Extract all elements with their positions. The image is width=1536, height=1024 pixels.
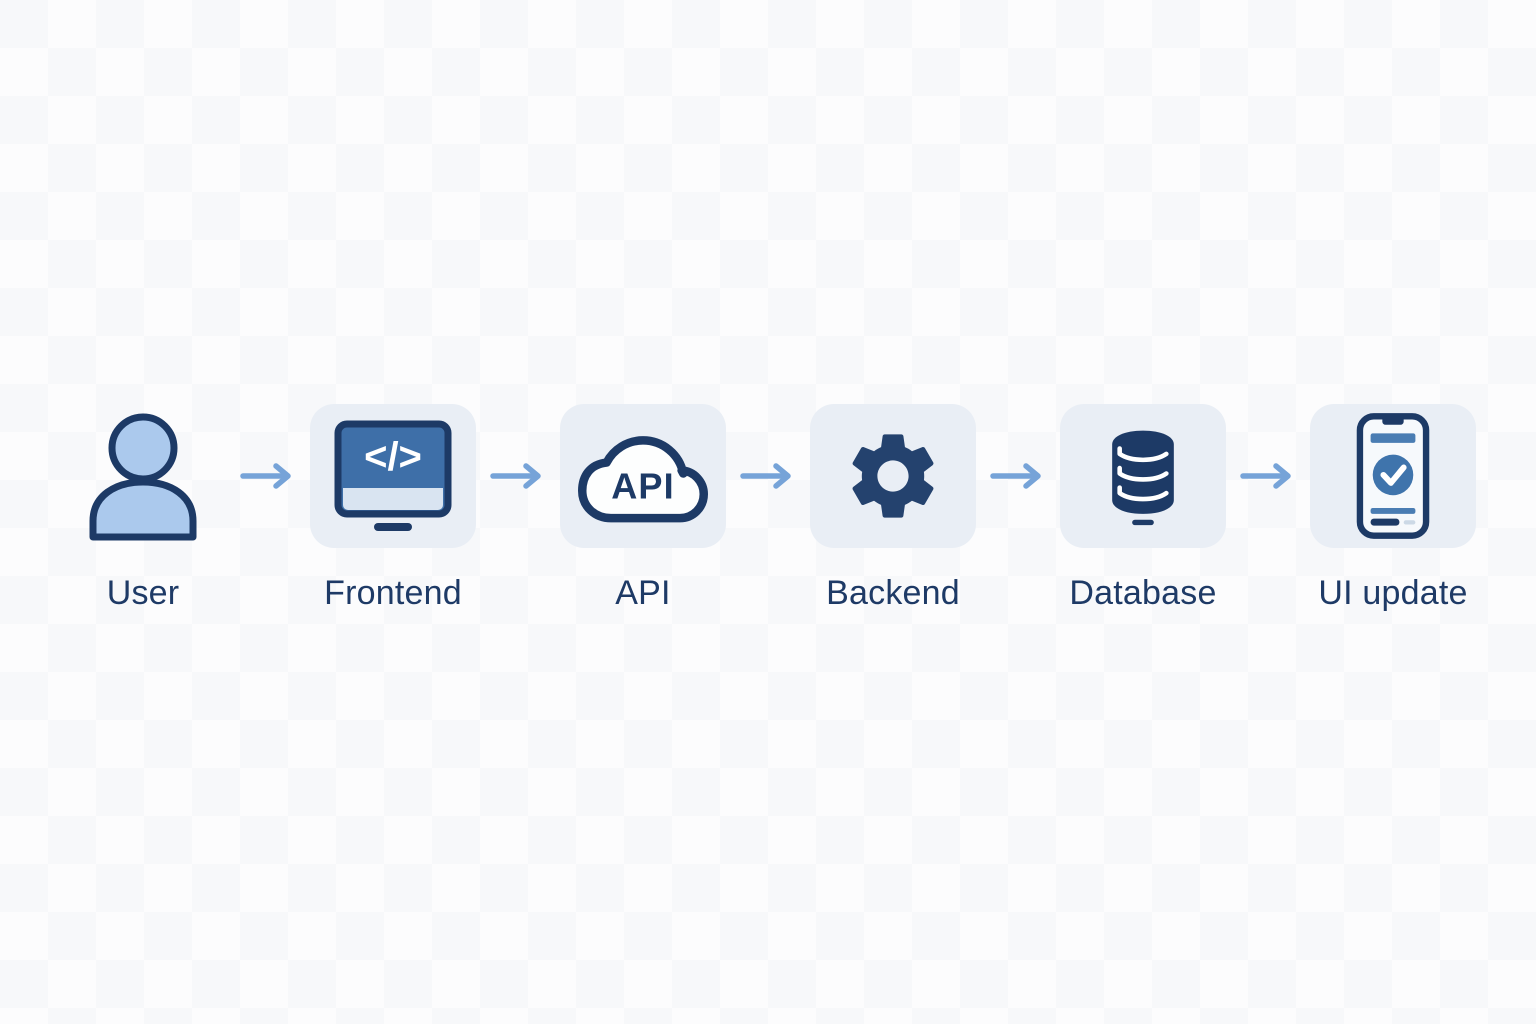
step-label-ui-update: UI update <box>1318 574 1468 612</box>
svg-text:API: API <box>611 465 674 506</box>
ui-update-icon-card <box>1310 404 1476 548</box>
step-label-frontend: Frontend <box>324 574 462 612</box>
flow-diagram: User </> Frontend API <box>60 404 1476 613</box>
flow-arrow-4 <box>976 404 1060 548</box>
database-icon-card <box>1060 404 1226 548</box>
svg-text:</>: </> <box>364 435 422 479</box>
phone-check-icon <box>1356 413 1430 539</box>
step-backend: Backend <box>810 404 976 613</box>
backend-icon-card <box>810 404 976 548</box>
frontend-icon-card: </> <box>310 404 476 548</box>
right-arrow-icon <box>240 463 291 489</box>
right-arrow-icon <box>990 463 1041 489</box>
right-arrow-icon <box>1240 463 1291 489</box>
api-cloud-icon: API <box>578 436 708 523</box>
user-icon <box>89 413 197 541</box>
flow-arrow-3 <box>726 404 810 548</box>
step-database: Database <box>1060 404 1226 613</box>
database-icon <box>1112 430 1174 526</box>
user-icon-card <box>60 404 226 548</box>
step-label-user: User <box>106 574 180 612</box>
step-label-backend: Backend <box>826 574 960 612</box>
step-label-api: API <box>615 574 671 612</box>
step-user: User <box>60 404 226 613</box>
step-api: API API <box>560 404 726 613</box>
gear-icon <box>852 434 934 518</box>
flow-arrow-5 <box>1226 404 1310 548</box>
right-arrow-icon <box>490 463 541 489</box>
flow-arrow-1 <box>226 404 310 548</box>
step-ui-update: UI update <box>1310 404 1476 613</box>
code-monitor-icon: </> <box>334 420 452 531</box>
step-frontend: </> Frontend <box>310 404 476 613</box>
step-label-database: Database <box>1069 574 1217 612</box>
api-icon-card: API <box>560 404 726 548</box>
right-arrow-icon <box>740 463 791 489</box>
flow-arrow-2 <box>476 404 560 548</box>
